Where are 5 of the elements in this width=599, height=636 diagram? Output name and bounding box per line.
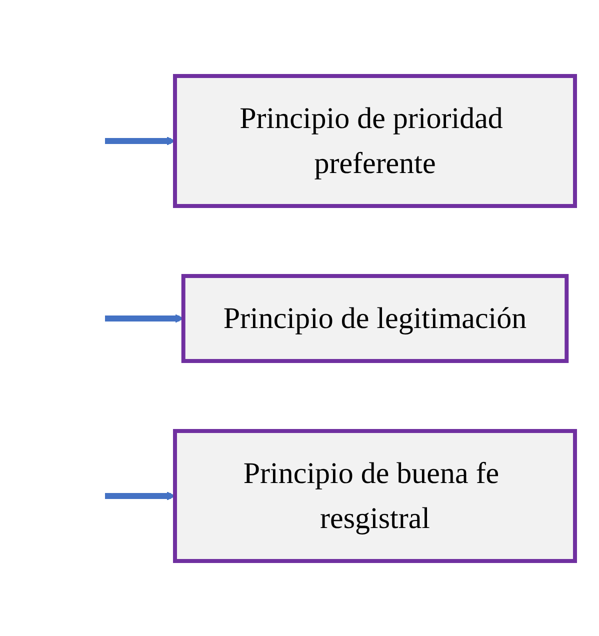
- arrow: [104, 491, 175, 500]
- node-box: Principio de prioridad preferente: [172, 74, 576, 208]
- node-box: Principio de legitimación: [180, 274, 568, 362]
- arrow: [104, 136, 175, 145]
- node-box: Principio de buena fe resgistral: [172, 428, 576, 562]
